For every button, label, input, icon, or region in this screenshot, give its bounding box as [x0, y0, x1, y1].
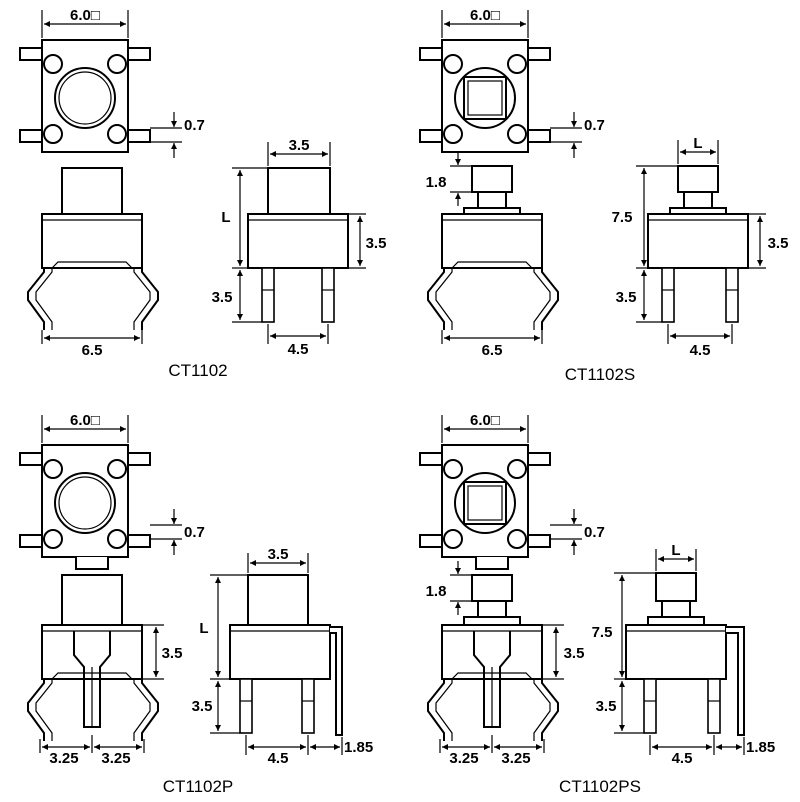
side-cap-width-label: 3.5: [289, 137, 310, 154]
side-view: 3.5 L 3.5 4.5 1.85: [192, 546, 374, 767]
side-body-height-label: 3.5: [768, 235, 789, 252]
front-right-half-label: 3.25: [101, 750, 130, 767]
side-pin-spacing-label: 4.5: [268, 750, 289, 767]
top-view: 6.0□ 0.7: [19, 7, 205, 158]
front-view: 3.5 3.25 3.25: [27, 574, 183, 767]
top-width-label: 6.0□: [470, 412, 500, 429]
lead-pitch-label: 0.7: [184, 524, 205, 541]
panel-ct1102: 6.0□ 0.7 6.5: [19, 7, 387, 380]
top-width-label: 6.0□: [470, 7, 500, 24]
front-body-height-label: 3.5: [564, 645, 585, 662]
front-cap-height-label: 1.8: [426, 174, 447, 191]
lead-pitch-label: 0.7: [584, 117, 605, 134]
side-cap-width-label: L: [693, 135, 702, 152]
front-view: 1.8 3.5 3.25 3.25: [426, 561, 585, 767]
side-offset-label: 1.85: [344, 739, 373, 756]
side-pin-spacing-label: 4.5: [690, 342, 711, 359]
side-body-height-label: 3.5: [366, 235, 387, 252]
side-height-label: L: [221, 209, 230, 226]
model-caption: CT1102PS: [559, 777, 641, 796]
side-pin-length-label: 3.5: [192, 698, 213, 715]
top-view: 6.0□ 0.7: [19, 412, 205, 570]
front-view: 1.8 6.5: [426, 152, 559, 359]
front-view: 6.5: [27, 167, 159, 359]
front-body-height-label: 3.5: [162, 645, 183, 662]
side-pin-spacing-label: 4.5: [672, 750, 693, 767]
side-view: L 7.5 3.5 3.5 4.5: [612, 135, 789, 359]
front-width-label: 6.5: [82, 342, 103, 359]
panel-ct1102ps: 6.0□ 0.7 1.8 3.5: [419, 412, 776, 796]
side-pin-spacing-label: 4.5: [288, 341, 309, 358]
side-offset-label: 1.85: [746, 739, 775, 756]
side-height-label: L: [199, 620, 208, 637]
side-view: L 7.5 3.5 4.5 1.85: [592, 542, 776, 767]
panel-ct1102s: 6.0□ 0.7 1.8 6.5: [419, 7, 789, 384]
side-pin-length-label: 3.5: [596, 698, 617, 715]
top-width-label: 6.0□: [70, 412, 100, 429]
side-pin-length-label: 3.5: [212, 289, 233, 306]
front-right-half-label: 3.25: [501, 750, 530, 767]
side-height-label: 7.5: [612, 209, 633, 226]
model-caption: CT1102S: [565, 365, 636, 384]
top-view: 6.0□ 0.7: [419, 7, 605, 158]
side-view: 3.5 L 3.5 3.5 4.5: [212, 137, 387, 358]
side-cap-width-label: L: [671, 542, 680, 559]
side-cap-width-label: 3.5: [268, 546, 289, 563]
model-caption: CT1102: [168, 361, 227, 380]
panel-ct1102p: 6.0□ 0.7 3.5 3.25 3.25: [19, 412, 374, 796]
front-left-half-label: 3.25: [49, 750, 78, 767]
model-caption: CT1102P: [163, 777, 234, 796]
lead-pitch-label: 0.7: [584, 524, 605, 541]
side-height-label: 7.5: [592, 624, 613, 641]
side-pin-length-label: 3.5: [616, 289, 637, 306]
front-cap-height-label: 1.8: [426, 583, 447, 600]
front-width-label: 6.5: [482, 342, 503, 359]
top-view: 6.0□ 0.7: [419, 412, 605, 570]
top-width-label: 6.0□: [70, 7, 100, 24]
lead-pitch-label: 0.7: [184, 117, 205, 134]
front-left-half-label: 3.25: [449, 750, 478, 767]
